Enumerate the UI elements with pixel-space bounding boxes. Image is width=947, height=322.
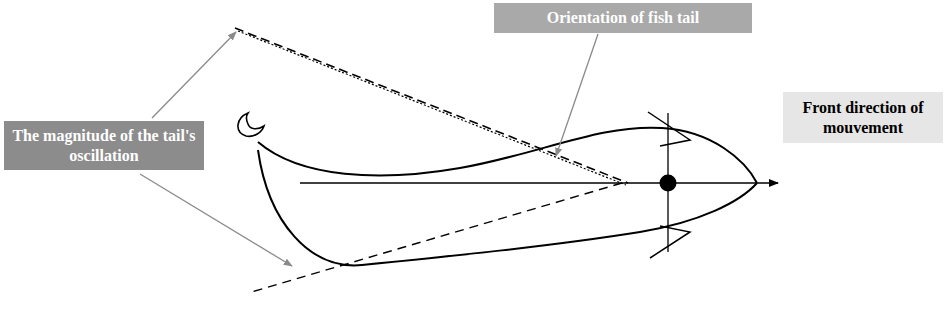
- leader-arrow: [140, 174, 292, 266]
- movement-axis: [300, 182, 778, 183]
- tail-lower-limit-line: [248, 183, 622, 293]
- label-text: Orientation of fish tail: [547, 8, 699, 27]
- label-text: Front direction of mouvement: [789, 98, 937, 136]
- direction-label-box: Front direction of mouvement: [783, 92, 943, 143]
- label-text: The magnitude of the tail's oscillation: [9, 126, 199, 164]
- fish-body-top: [258, 128, 757, 183]
- tail-fin: [238, 113, 264, 136]
- leader-arrow: [556, 34, 598, 156]
- tail-orientation-dotted: [238, 31, 626, 185]
- top-fin: [648, 112, 690, 146]
- leader-arrow: [152, 32, 236, 118]
- bottom-fin: [650, 226, 690, 258]
- center-of-mass-dot: [660, 175, 677, 192]
- callout-label-box: The magnitude of the tail's oscillation: [4, 121, 204, 170]
- tail-orientation-line: [235, 28, 628, 183]
- callout-label-box: Orientation of fish tail: [494, 3, 752, 33]
- fish-body-bottom: [258, 150, 757, 265]
